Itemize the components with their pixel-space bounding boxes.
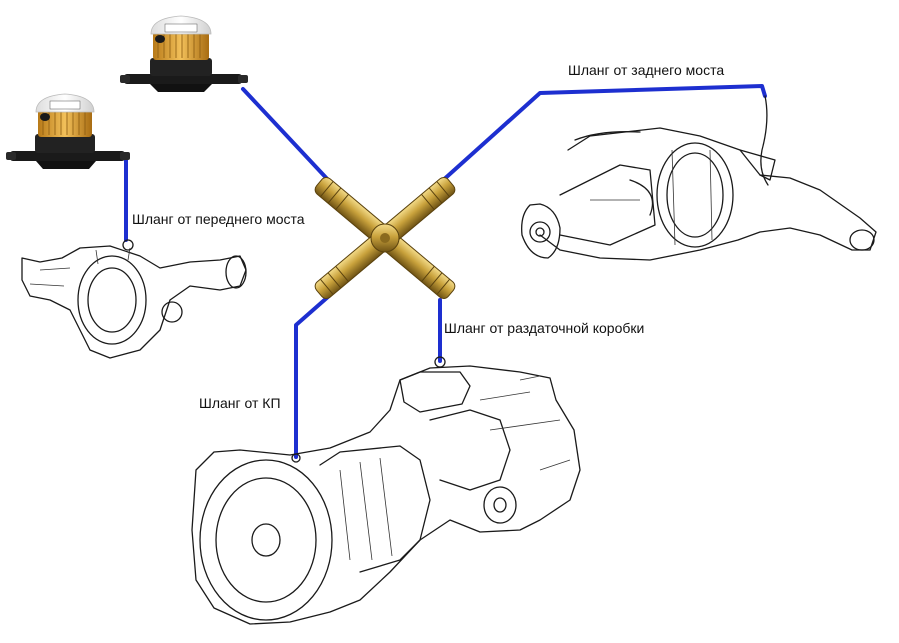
hose-lines: [124, 84, 767, 459]
front-axle-hose-label: Шланг от переднего моста: [132, 211, 305, 227]
brass-cross-connector-icon: [314, 177, 456, 299]
front-axle-icon: [21, 239, 247, 359]
gearbox-hose-label: Шланг от КП: [199, 395, 281, 411]
transfer-case-hose-label: Шланг от раздаточной коробки: [444, 320, 645, 336]
breather-filter-icon: [120, 15, 248, 92]
hose-line-rear-axle: [439, 84, 767, 184]
hose-line-gearbox: [294, 294, 331, 459]
hose-line-top-filter: [241, 87, 333, 185]
rear-axle-icon: [521, 95, 877, 261]
gearbox-transfer-case-icon: [191, 356, 581, 625]
breather-filter-icon: [6, 93, 130, 169]
rear-axle-hose-label: Шланг от заднего моста: [568, 62, 725, 78]
